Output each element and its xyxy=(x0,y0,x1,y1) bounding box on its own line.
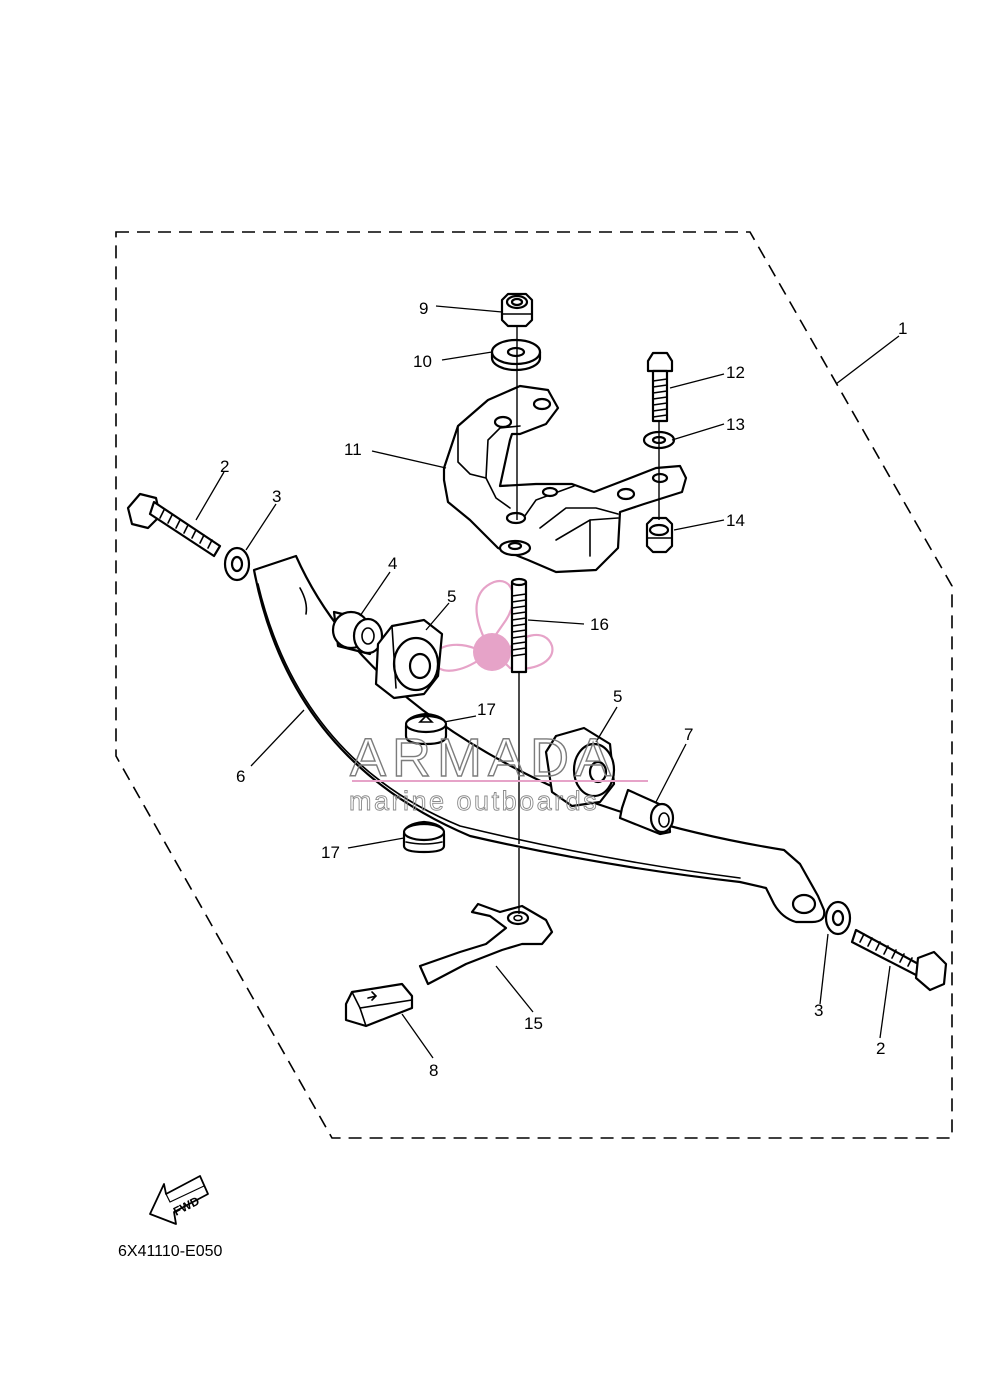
bolt-2-left xyxy=(126,492,222,558)
plate-15 xyxy=(418,902,554,986)
callout-8: 8 xyxy=(429,1061,438,1080)
callout-2-left: 2 xyxy=(220,457,229,476)
washer-3-left xyxy=(223,546,251,582)
cap-17-upper xyxy=(404,712,448,746)
callout-6: 6 xyxy=(236,767,245,786)
callout-2-right: 2 xyxy=(876,1039,885,1058)
callout-3-left: 3 xyxy=(272,487,281,506)
nut-5-upper xyxy=(374,618,444,700)
bolt-12 xyxy=(646,351,674,423)
callout-5-lower: 5 xyxy=(613,687,622,706)
leader-lines xyxy=(195,305,900,1059)
arm-6 xyxy=(252,554,826,924)
callout-4: 4 xyxy=(388,554,397,573)
block-8 xyxy=(344,982,414,1028)
diagram-code: 6X41110-E050 xyxy=(118,1243,222,1260)
callout-11: 11 xyxy=(344,440,362,459)
washer-3-right xyxy=(824,900,852,936)
nut-14 xyxy=(645,516,674,554)
nut-9 xyxy=(500,292,534,328)
callout-12: 12 xyxy=(726,363,745,382)
callout-10: 10 xyxy=(413,352,432,371)
assembly-boundary xyxy=(115,231,953,1139)
callout-15: 15 xyxy=(524,1014,543,1033)
callout-17-lower: 17 xyxy=(321,843,340,862)
callout-1: 1 xyxy=(898,319,907,338)
watermark-brand: ARMADA xyxy=(350,728,617,788)
cap-17-lower xyxy=(402,820,446,854)
callout-3-right: 3 xyxy=(814,1001,823,1020)
callout-14: 14 xyxy=(726,511,745,530)
callout-17-upper: 17 xyxy=(477,700,496,719)
washer-10 xyxy=(490,338,542,372)
callout-7: 7 xyxy=(684,725,693,744)
bolt-2-right xyxy=(850,928,948,992)
callout-16: 16 xyxy=(590,615,609,634)
bracket-11 xyxy=(442,384,688,574)
watermark-tagline: marine outboards xyxy=(349,786,599,816)
sleeve-7 xyxy=(618,788,675,836)
callout-5-upper: 5 xyxy=(447,587,456,606)
collar-4 xyxy=(331,610,384,656)
stud-16 xyxy=(510,577,528,674)
callout-13: 13 xyxy=(726,415,745,434)
callout-9: 9 xyxy=(419,299,428,318)
fwd-arrow-icon: FWD xyxy=(149,1175,209,1225)
nut-5-lower xyxy=(544,726,616,808)
